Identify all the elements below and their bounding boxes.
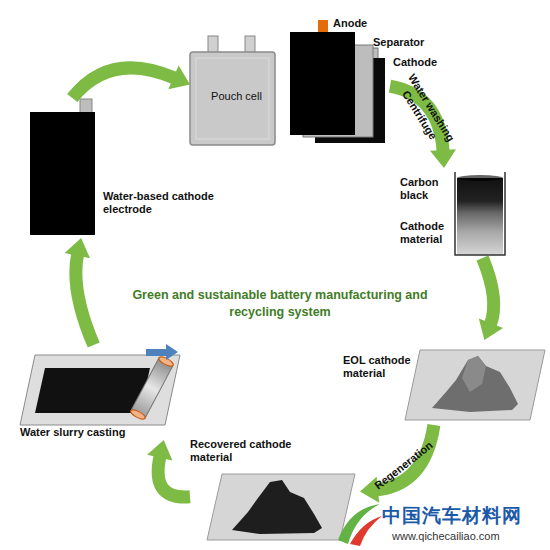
arrow-body bbox=[158, 456, 190, 497]
cycle-arrow bbox=[65, 238, 94, 345]
watermark-logo bbox=[338, 504, 382, 546]
arrow-head bbox=[168, 65, 190, 89]
eol-plate bbox=[405, 350, 545, 420]
arrow-body bbox=[483, 258, 494, 325]
node-text: Water slurry casting bbox=[20, 426, 125, 439]
arrow-body bbox=[76, 254, 94, 345]
arrow-label: Water washing Centrifuge bbox=[389, 66, 461, 159]
electrode-stack-box: AnodeSeparatorCathode bbox=[288, 8, 390, 145]
node-text: Cathode material bbox=[400, 220, 458, 246]
arrow-head bbox=[479, 319, 503, 340]
arrow-head bbox=[147, 440, 172, 460]
pouch-cell-box: Pouch cell bbox=[190, 52, 283, 145]
watermark-text: 中国汽车材料网 bbox=[382, 503, 522, 529]
arrow-label: Regeneration bbox=[364, 433, 443, 499]
node-text: Separator bbox=[373, 36, 424, 49]
node-text: Pouch cell bbox=[190, 90, 283, 103]
recovered-plate-box: Recovered cathode material bbox=[190, 438, 360, 545]
cycle-arrow bbox=[147, 440, 190, 497]
cycle-arrow bbox=[72, 65, 190, 98]
node-text: Recovered cathode material bbox=[190, 438, 330, 464]
recovered-plate bbox=[207, 474, 355, 540]
cathode-electrode bbox=[30, 99, 95, 235]
arrow-head bbox=[430, 149, 456, 168]
watermark-text: www.qichecailiao.com bbox=[392, 530, 500, 542]
beaker bbox=[455, 172, 505, 255]
cycle-arrow bbox=[479, 258, 503, 340]
slurry-casting bbox=[20, 344, 180, 425]
diagram-title: Green and sustainable battery manufactur… bbox=[118, 287, 442, 321]
node-text: Cathode bbox=[393, 56, 437, 69]
electrode-box: Water-based cathode electrode bbox=[28, 98, 205, 238]
arrow-head bbox=[65, 238, 90, 258]
eol-plate-box: EOL cathode material bbox=[343, 340, 545, 425]
node-text: Anode bbox=[333, 17, 367, 30]
beaker-box: Carbon blackCathode material bbox=[400, 168, 510, 258]
node-text: Carbon black bbox=[400, 176, 452, 202]
electrode-stack bbox=[290, 20, 385, 143]
node-text: EOL cathode material bbox=[343, 354, 419, 380]
arrow-body bbox=[72, 68, 175, 98]
slurry-casting-box: Water slurry casting bbox=[15, 345, 190, 440]
node-text: Water-based cathode electrode bbox=[103, 190, 215, 216]
